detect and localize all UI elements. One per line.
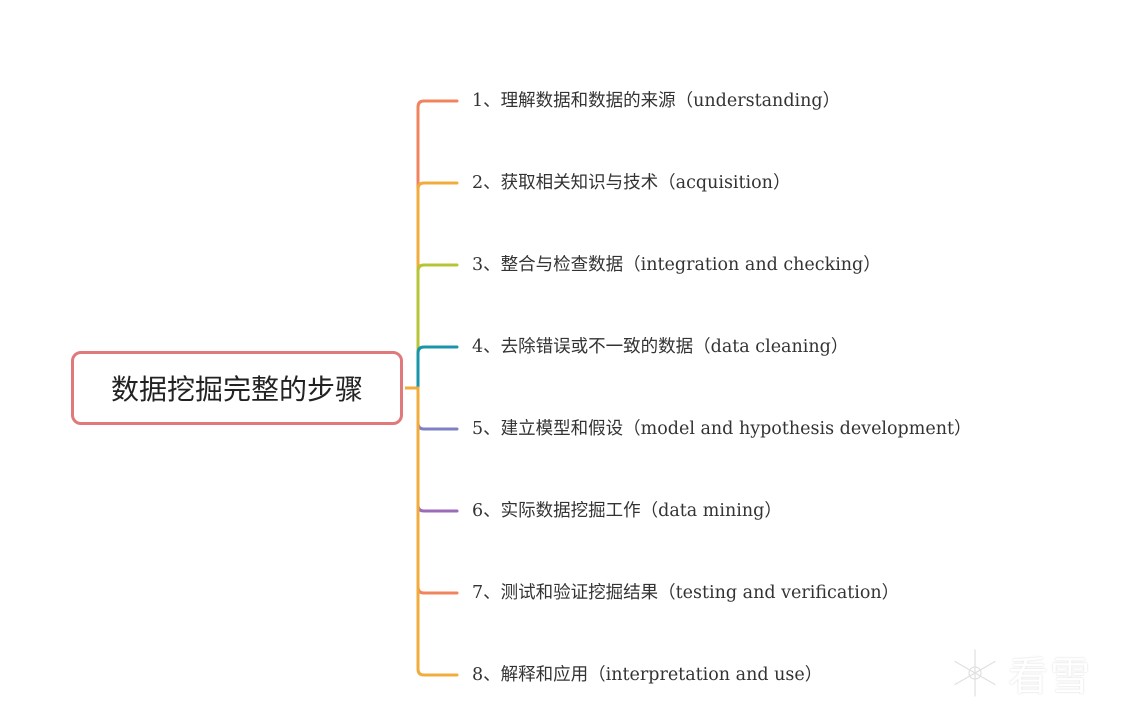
root-node-label: 数据挖掘完整的步骤 [110, 373, 363, 406]
branch-connector-8 [416, 386, 459, 677]
watermark-text: 看雪 [1008, 654, 1092, 700]
snowflake-icon [952, 647, 998, 699]
branch-connector-2 [416, 181, 459, 390]
branch-node-7[interactable]: 7、测试和验证挖掘结果（testing and verification） [472, 583, 900, 603]
branch-node-5[interactable]: 5、建立模型和假设（model and hypothesis developme… [472, 419, 972, 439]
branch-connector-7 [416, 386, 459, 595]
branch-node-2[interactable]: 2、获取相关知识与技术（acquisition） [472, 173, 791, 193]
branch-node-1[interactable]: 1、理解数据和数据的来源（understanding） [472, 91, 841, 111]
branch-connector-6 [416, 386, 459, 513]
branch-node-3[interactable]: 3、整合与检查数据（integration and checking） [472, 255, 881, 275]
branch-connector-1 [416, 99, 459, 390]
branch-node-4[interactable]: 4、去除错误或不一致的数据（data cleaning） [472, 337, 849, 357]
branch-node-8[interactable]: 8、解释和应用（interpretation and use） [472, 665, 823, 685]
branch-connector-4 [416, 345, 459, 390]
branch-connector-3 [416, 263, 459, 390]
branch-node-6[interactable]: 6、实际数据挖掘工作（data mining） [472, 501, 782, 521]
branch-connector-5 [416, 386, 459, 431]
watermark: 看雪 [948, 643, 1108, 703]
root-node[interactable]: 数据挖掘完整的步骤 [71, 351, 403, 425]
